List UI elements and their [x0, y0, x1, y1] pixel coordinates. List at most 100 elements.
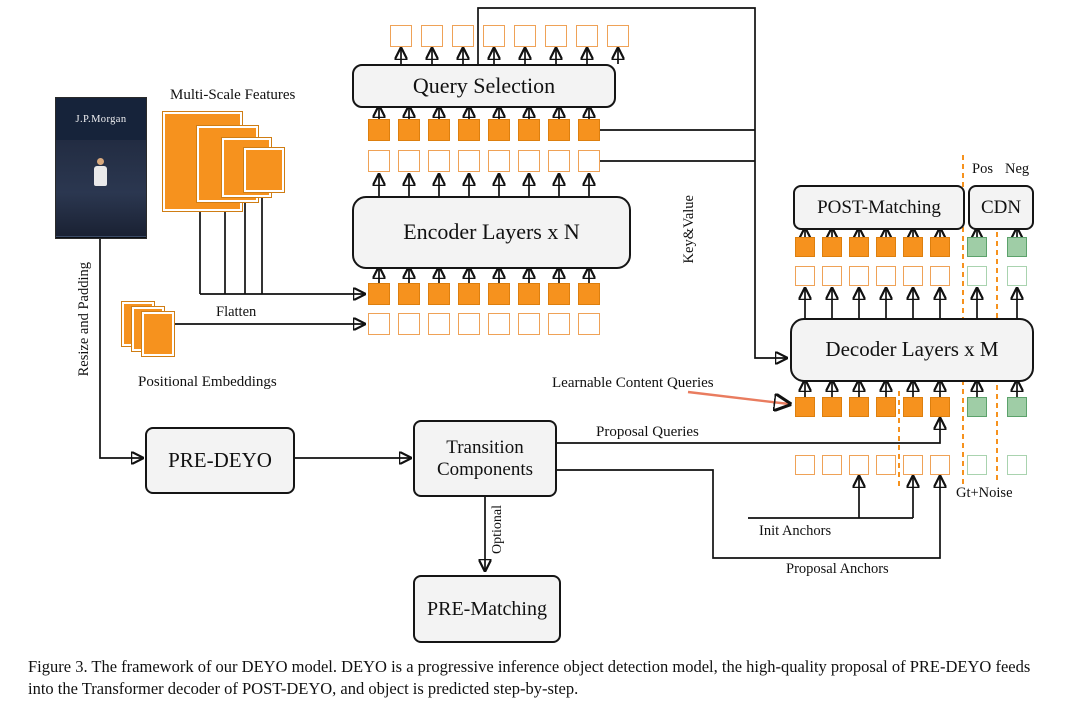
post-matching-box: POST-Matching — [793, 185, 965, 230]
anchor-queries-token-0 — [967, 455, 987, 475]
encoder-memory-token-1 — [398, 119, 420, 141]
decoder-output-token-3 — [876, 266, 896, 286]
label-neg: Neg — [1005, 161, 1030, 177]
anchor-queries-token-4 — [903, 455, 923, 475]
encoder-memory-pos-token-6 — [548, 150, 570, 172]
encoder-input-pos-token-6 — [548, 313, 570, 335]
selected-queries-token-6 — [576, 25, 598, 47]
decoder-output-token-0 — [795, 266, 815, 286]
content-queries-token-3 — [876, 397, 896, 417]
pre-deyo-box: PRE-DEYO — [145, 427, 295, 494]
label-pos: Pos — [972, 161, 993, 177]
matching-input-token-3 — [876, 237, 896, 257]
label-flatten: Flatten — [216, 304, 257, 320]
tennis-court — [56, 140, 146, 236]
encoder-input-pos-token-3 — [458, 313, 480, 335]
matching-input-token-2 — [849, 237, 869, 257]
matching-input-token-0 — [967, 237, 987, 257]
encoder-memory-token-0 — [368, 119, 390, 141]
decoder-box: Decoder Layers x M — [790, 318, 1034, 382]
selected-queries-token-3 — [483, 25, 505, 47]
jpmorgan-text: J.P.Morgan — [75, 113, 127, 125]
selected-queries-token-1 — [421, 25, 443, 47]
encoder-input-pos-token-7 — [578, 313, 600, 335]
encoder-input-pos-token-2 — [428, 313, 450, 335]
figure-caption: Figure 3. The framework of our DEYO mode… — [28, 657, 1031, 698]
proposal-queries-connector — [557, 419, 940, 444]
encoder-memory-pos-token-4 — [488, 150, 510, 172]
encoder-memory-token-6 — [548, 119, 570, 141]
encoder-memory-pos-token-7 — [578, 150, 600, 172]
encoder-memory-token-7 — [578, 119, 600, 141]
encoder-input-token-2 — [428, 283, 450, 305]
pre-matching-box: PRE-Matching — [413, 575, 561, 643]
encoder-memory-pos-token-3 — [458, 150, 480, 172]
encoder-memory-token-4 — [488, 119, 510, 141]
matching-input-token-5 — [930, 237, 950, 257]
content-queries-token-0 — [795, 397, 815, 417]
encoder-memory-token-5 — [518, 119, 540, 141]
label-init-anchors: Init Anchors — [759, 523, 832, 539]
tennis-player — [93, 158, 107, 186]
encoder-input-token-7 — [578, 283, 600, 305]
encoder-input-token-5 — [518, 283, 540, 305]
label-key-value: Key&Value — [681, 195, 697, 264]
decoder-output-token-0 — [967, 266, 987, 286]
cdn-box: CDN — [968, 185, 1034, 230]
encoder-box: Encoder Layers x N — [352, 196, 631, 269]
encoder-input-token-6 — [548, 283, 570, 305]
player-body — [93, 166, 107, 186]
encoder-input-token-4 — [488, 283, 510, 305]
content-queries-token-4 — [903, 397, 923, 417]
query-selection-box: Query Selection — [352, 64, 616, 108]
decoder-output-token-1 — [1007, 266, 1027, 286]
matching-input-token-1 — [822, 237, 842, 257]
matching-input-token-1 — [1007, 237, 1027, 257]
content-queries-token-5 — [930, 397, 950, 417]
feature-map-4 — [244, 148, 284, 192]
jpmorgan-sign: J.P.Morgan — [56, 98, 146, 140]
anchor-queries-token-0 — [795, 455, 815, 475]
encoder-memory-pos-token-1 — [398, 150, 420, 172]
anchor-queries-token-1 — [822, 455, 842, 475]
content-queries-token-2 — [849, 397, 869, 417]
encoder-input-pos-token-5 — [518, 313, 540, 335]
selected-queries-token-5 — [545, 25, 567, 47]
encoder-memory-pos-token-5 — [518, 150, 540, 172]
label-optional: Optional — [490, 505, 505, 554]
label-gt-noise: Gt+Noise — [956, 485, 1013, 501]
proposal-anchors-connector — [557, 469, 940, 559]
label-proposal-queries: Proposal Queries — [596, 424, 699, 440]
matching-input-token-0 — [795, 237, 815, 257]
matching-input-token-4 — [903, 237, 923, 257]
anchor-queries-token-5 — [930, 455, 950, 475]
label-positional-embeddings: Positional Embeddings — [138, 374, 277, 390]
content-queries-token-1 — [822, 397, 842, 417]
label-multi-scale-features: Multi-Scale Features — [170, 87, 296, 103]
positional-embedding-sheet-3 — [142, 312, 174, 356]
encoder-memory-pos-token-0 — [368, 150, 390, 172]
encoder-memory-token-2 — [428, 119, 450, 141]
anchor-queries-token-2 — [849, 455, 869, 475]
decoder-output-token-4 — [903, 266, 923, 286]
encoder-input-pos-token-0 — [368, 313, 390, 335]
learnable-queries-callout-arrow — [687, 390, 789, 404]
content-queries-token-1 — [1007, 397, 1027, 417]
encoder-input-token-1 — [398, 283, 420, 305]
selected-queries-token-7 — [607, 25, 629, 47]
anchor-queries-token-3 — [876, 455, 896, 475]
transition-components-box: Transition Components — [413, 420, 557, 497]
content-queries-token-0 — [967, 397, 987, 417]
selected-queries-token-4 — [514, 25, 536, 47]
court-floor — [56, 236, 146, 238]
label-learnable-content-queries: Learnable Content Queries — [552, 375, 714, 391]
label-proposal-anchors: Proposal Anchors — [786, 561, 889, 577]
decoder-output-token-2 — [849, 266, 869, 286]
selected-queries-token-2 — [452, 25, 474, 47]
decoder-output-token-1 — [822, 266, 842, 286]
encoder-input-token-0 — [368, 283, 390, 305]
resize-padding-connector — [99, 237, 142, 458]
encoder-input-pos-token-1 — [398, 313, 420, 335]
